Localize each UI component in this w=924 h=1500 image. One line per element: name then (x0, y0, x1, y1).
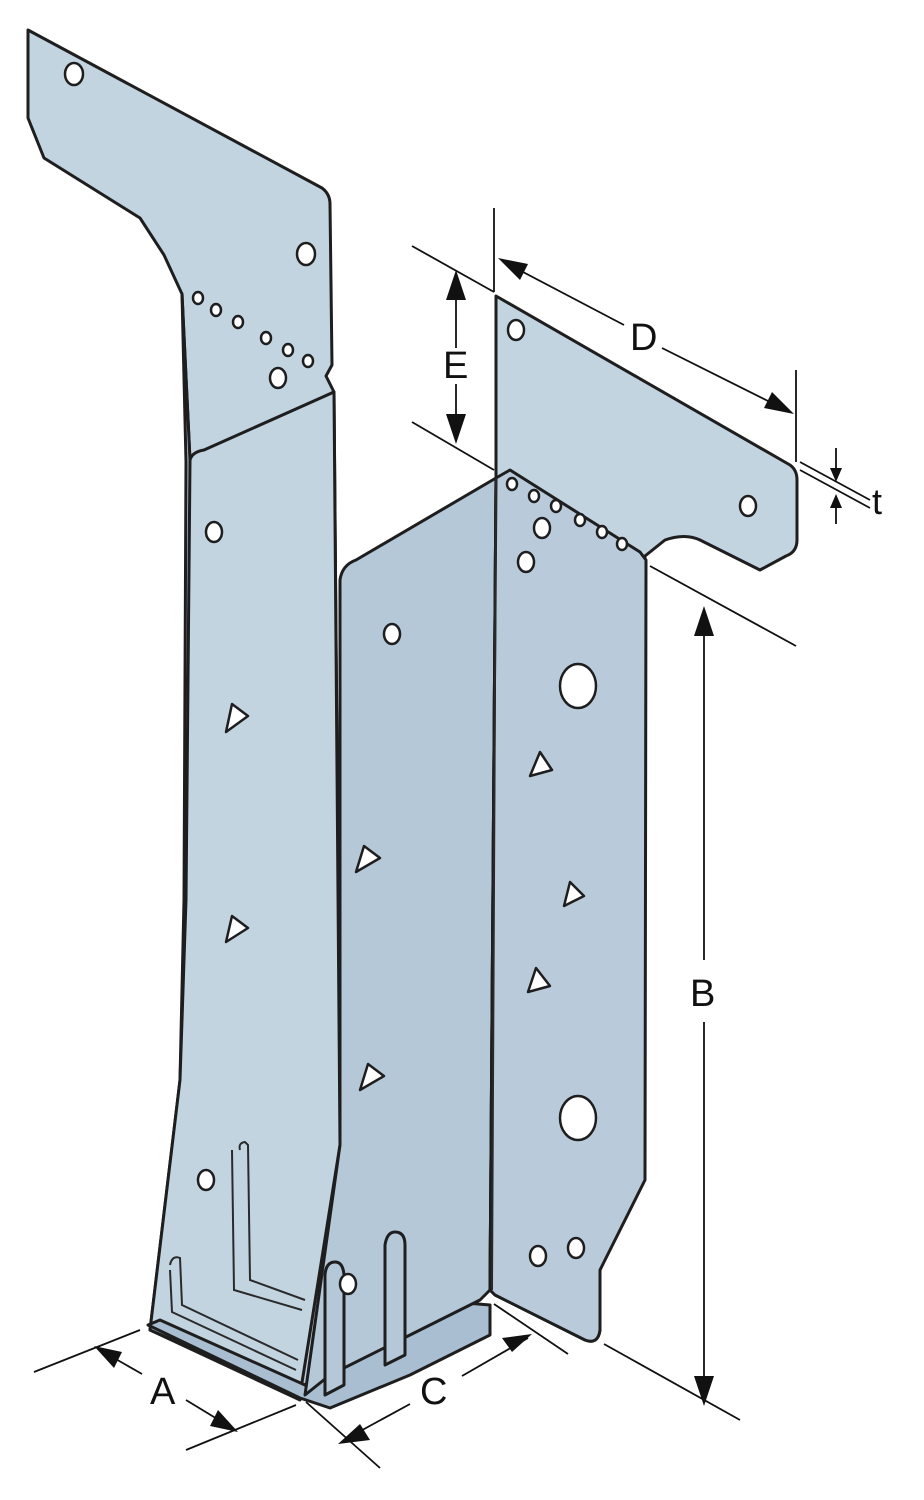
dim-t-ext-top (799, 461, 871, 501)
dim-a-ext-right (185, 1404, 297, 1451)
dome-tab (224, 914, 250, 944)
dim-b-ext-top (649, 565, 797, 647)
dim-t-arrow-bottom (830, 494, 842, 508)
seat-slot-bottom-b (169, 1269, 297, 1371)
nail-hole (738, 494, 758, 518)
dim-t-arrow-top (830, 468, 842, 482)
dim-b-arrow-bottom (694, 1376, 714, 1406)
dim-c-ext-right (493, 1303, 569, 1355)
nail-hole (259, 330, 273, 346)
dim-t-label: t (872, 481, 882, 522)
dome-tab (528, 750, 554, 778)
left-top-flange (26, 28, 336, 462)
nail-hole (527, 488, 541, 504)
nail-hole (204, 520, 224, 544)
nail-hole (528, 1244, 548, 1268)
dim-b-arrow-top (694, 606, 714, 636)
dim-a-arrow-right (210, 1410, 238, 1432)
bolt-hole (558, 662, 598, 710)
bolt-hole (558, 1094, 598, 1142)
nail-hole (566, 1236, 586, 1260)
dim-c-arrow-right (502, 1334, 532, 1352)
dim-d-label: D (630, 317, 657, 359)
dim-c-arrow-left (338, 1424, 370, 1444)
nail-hole (63, 61, 85, 87)
dim-a-ext-left (33, 1329, 141, 1373)
dim-a-arrow-left (94, 1346, 122, 1368)
dome-tab (224, 702, 250, 734)
right-fold-line (491, 477, 497, 1291)
nail-hole (301, 353, 315, 369)
right-side-panel (488, 468, 648, 1343)
dim-d-arrow-left (498, 258, 528, 280)
nail-hole (338, 1272, 358, 1296)
dim-e-ext-bottom (411, 421, 495, 471)
dim-e-ext-top (411, 245, 495, 293)
nail-hole (196, 1168, 216, 1192)
dome-tab (526, 966, 552, 994)
left-inner-face (148, 390, 342, 1397)
dim-e-arrow-bottom (446, 414, 466, 444)
seat-slot-left-b (231, 1149, 303, 1311)
nail-hole (209, 302, 223, 318)
nail-hole (295, 241, 317, 267)
nail-hole (506, 318, 526, 342)
dim-c-label: C (420, 1371, 447, 1413)
nail-hole (516, 550, 536, 574)
dim-d-arrow-right (764, 392, 794, 414)
nail-hole (505, 476, 519, 492)
dim-c-ext-left (305, 1401, 381, 1469)
seat-slot-bottom (169, 1256, 299, 1361)
dome-tab (354, 844, 382, 874)
dim-b-label: B (690, 973, 715, 1015)
center-bottom-tab (383, 1230, 407, 1367)
nail-hole (231, 314, 245, 330)
nail-hole (615, 536, 629, 552)
dome-tab (358, 1062, 386, 1092)
dim-d-line-a (503, 261, 625, 326)
nail-hole (532, 516, 552, 540)
dim-e-arrow-top (446, 270, 466, 300)
nail-hole (268, 366, 288, 390)
nail-hole (191, 290, 205, 306)
nail-hole (549, 498, 563, 514)
dim-a-label: A (150, 1371, 176, 1413)
dim-e-label: E (443, 345, 468, 387)
nail-hole (382, 622, 402, 646)
nail-hole (573, 512, 587, 528)
nail-hole (281, 342, 295, 358)
dim-b-ext-bottom (603, 1343, 741, 1421)
dim-t-ext-bottom (799, 469, 871, 509)
dome-tab (562, 880, 586, 908)
nail-hole (595, 524, 609, 540)
seat-slot-left (238, 1140, 306, 1301)
